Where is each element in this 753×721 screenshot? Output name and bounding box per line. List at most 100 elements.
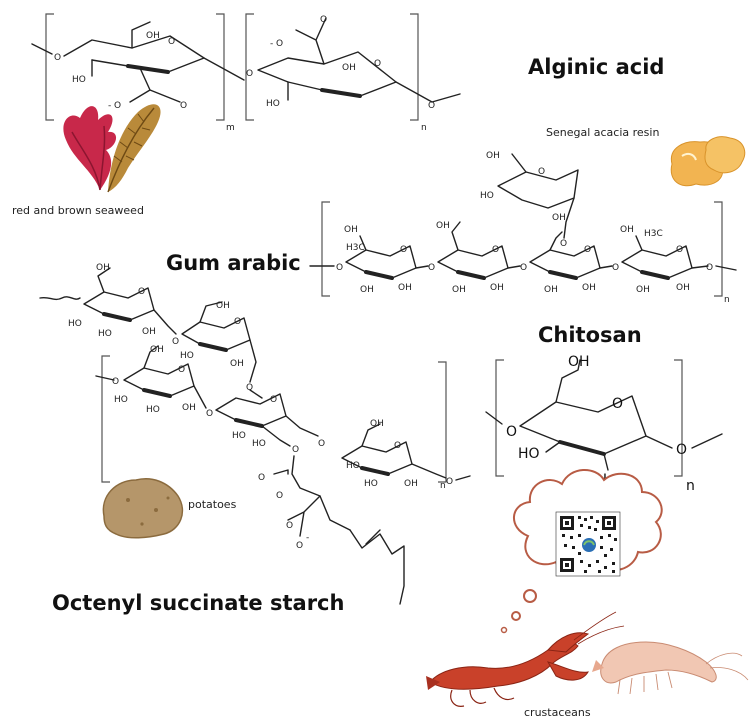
chain-bond [645, 435, 673, 449]
starch-ring-5 [361, 423, 381, 447]
ester-bond [261, 425, 291, 447]
atom-oh: OH [182, 403, 196, 413]
atom-o: O [394, 441, 401, 451]
chain-bond [31, 43, 53, 55]
chain-bond [411, 463, 447, 479]
chain-bond [691, 433, 723, 449]
acacia-caption: Senegal acacia resin [546, 126, 659, 139]
atom-o: O [178, 365, 185, 375]
atom-o: O [286, 521, 293, 531]
atom-oh: OH [96, 263, 110, 273]
crustaceans-caption: crustaceans [524, 706, 591, 719]
bracket-right [438, 361, 447, 483]
atom-oh: OH [404, 479, 418, 489]
atom-ho: HO [114, 395, 128, 405]
atom-oh: OH [544, 285, 558, 295]
atom-o: O [234, 317, 241, 327]
carboxylate-bonds [129, 67, 181, 103]
atom-o: O [114, 101, 121, 111]
atom-oh: OH [146, 31, 160, 41]
atom-oh: OH [452, 285, 466, 295]
bracket-right-n [410, 13, 419, 121]
glycosidic-bond [415, 265, 429, 269]
atom-ho: HO [252, 439, 266, 449]
chain-bond [455, 475, 471, 481]
red-seaweed-icon [63, 106, 117, 191]
starch-ring-1 [97, 267, 111, 293]
atom-o: O [320, 15, 327, 25]
atom-o: O [276, 491, 283, 501]
atom-o: O [246, 69, 253, 79]
atom-oh: OH [360, 285, 374, 295]
atom-o: O [706, 263, 713, 273]
bracket-left-n [245, 13, 254, 121]
atom-oh: OH [142, 327, 156, 337]
starch-ring-2 [199, 301, 223, 323]
gum-ring-3: O OH OH [529, 231, 601, 295]
starch-ring-4 [249, 389, 263, 399]
atom-o: O [676, 245, 683, 255]
potatoes-caption: potatoes [188, 498, 237, 511]
bracket-left [101, 355, 110, 483]
atom-o: O [138, 287, 145, 297]
atom-o: O [318, 439, 325, 449]
repeat-n-label: n [686, 478, 695, 494]
atom-o: O [428, 101, 435, 111]
atom-o: O [54, 53, 61, 63]
gum-arabic-structure: n OH O HO OH O O OH H3C O OH OH O OH O [166, 151, 737, 305]
starch-ring-5 [360, 466, 390, 476]
octenyl-double-bond [365, 529, 381, 545]
seaweed-caption: red and brown seaweed [12, 204, 144, 217]
bracket-right [714, 201, 723, 297]
brown-seaweed-icon [107, 104, 161, 193]
atom-h3c: H3C [644, 229, 663, 239]
atom-oh: OH [150, 345, 164, 355]
branch-ring-bonds [497, 169, 579, 209]
seaweed-illustration: red and brown seaweed [12, 104, 161, 217]
atom-o: O [506, 424, 517, 440]
bracket-left [321, 201, 330, 297]
atom-o: O [400, 245, 407, 255]
starch-ring-4 [234, 418, 264, 428]
chain-bond [395, 81, 461, 103]
repeat-n-label: n [421, 123, 427, 133]
chain-bond [691, 265, 709, 269]
atom-ho: HO [68, 319, 82, 329]
starch-ring-1 [102, 312, 132, 322]
bracket-right [674, 359, 683, 477]
atom-o: O [336, 263, 343, 273]
ring-2-bold-edge [320, 88, 362, 98]
atom-o: O [520, 263, 527, 273]
acacia-resin-group: Senegal acacia resin [546, 126, 746, 187]
charge-label: - [270, 39, 273, 49]
gum-ring-2: OH O OH OH [436, 221, 509, 295]
atom-oh: OH [344, 225, 358, 235]
atom-ho: HO [232, 431, 246, 441]
atom-oh: OH [342, 63, 356, 73]
chitosan-title: Chitosan [538, 323, 642, 347]
atom-o: O [584, 245, 591, 255]
octenyl-starch-title: Octenyl succinate starch [52, 591, 344, 615]
repeat-n-label: n [440, 481, 446, 491]
atom-ho: HO [72, 75, 86, 85]
starch-ring-3 [143, 345, 159, 369]
succinate-bonds [273, 455, 351, 531]
acacia-resin-icon [670, 136, 746, 187]
chitosan-ring [545, 441, 561, 453]
atom-o: O [246, 383, 253, 393]
atom-oh: OH [620, 225, 634, 235]
chitosan-structure: Chitosan n O OH O HO NH2 O [485, 323, 723, 494]
crawfish-icon [426, 611, 625, 707]
carboxylate-bonds [295, 17, 327, 65]
atom-o: O [172, 337, 179, 347]
atom-ho: HO [146, 405, 160, 415]
atom-o: O [258, 473, 265, 483]
glycosidic-bond [285, 415, 319, 437]
atom-o: O [492, 245, 499, 255]
atom-o: O [292, 445, 299, 455]
atom-oh: OH [490, 283, 504, 293]
chitosan-ring [603, 453, 609, 471]
chitosan-ring [558, 440, 606, 456]
branch-link [563, 197, 575, 239]
atom-oh: OH [436, 221, 450, 231]
